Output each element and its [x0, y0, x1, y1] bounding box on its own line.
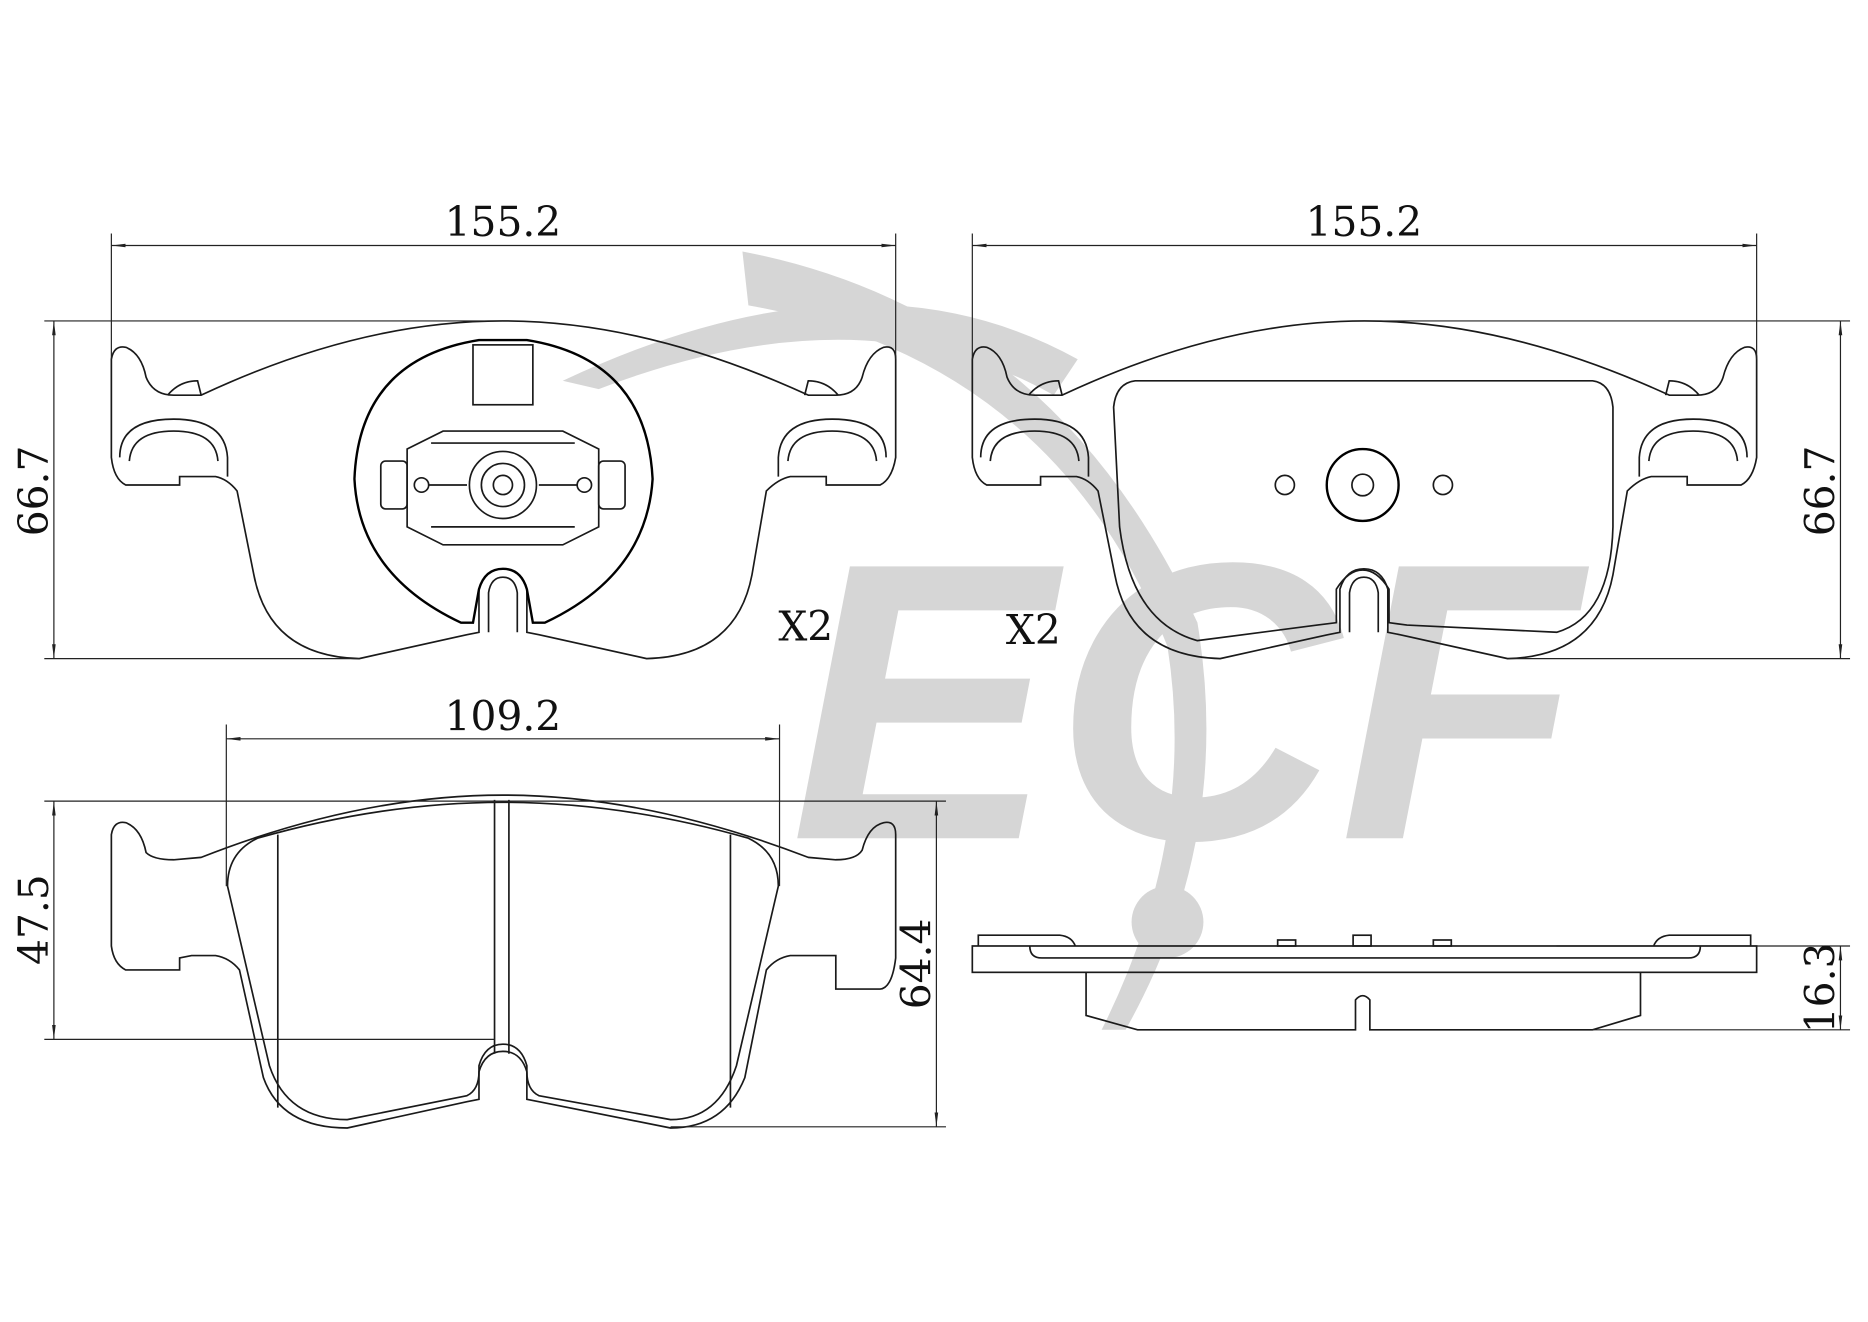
- top-left-pad-view: 155.2 66.7 X2: [10, 198, 897, 660]
- sensor-tab: [472, 344, 534, 406]
- center-boss-inner: [480, 462, 526, 508]
- tab: [1352, 934, 1372, 947]
- watermark-logo: ECF: [562, 251, 1592, 1030]
- height-dimension-right: 64.4: [892, 919, 940, 1010]
- tab: [1276, 939, 1297, 947]
- hole-right: [1432, 474, 1454, 496]
- underlayer: [1028, 945, 1702, 959]
- quantity-label: X2: [778, 603, 833, 651]
- width-dimension: 155.2: [1306, 198, 1423, 246]
- shim-left: [977, 934, 1077, 947]
- hole-left: [1274, 474, 1296, 496]
- shim-right: [1652, 934, 1752, 947]
- rivet-right: [576, 476, 593, 493]
- center-hole: [492, 474, 514, 496]
- height-dimension-left: 47.5: [10, 874, 58, 965]
- tab: [1432, 939, 1453, 947]
- bottom-left-pad-view: 109.2 47.5 64.4: [10, 692, 946, 1129]
- friction-material-outline: [353, 338, 654, 624]
- thickness-dimension: 16.3: [1796, 943, 1844, 1034]
- center-boss: [468, 450, 538, 520]
- friction-material-outline: [226, 801, 780, 1121]
- clip-left: [379, 460, 408, 510]
- watermark-swoosh-top: [562, 304, 1078, 396]
- backing-plate: [971, 945, 1758, 974]
- rivet-left: [413, 476, 430, 493]
- clip-right: [597, 460, 626, 510]
- quantity-label: X2: [1006, 606, 1061, 654]
- friction-material-side: [1085, 972, 1642, 1031]
- width-dimension: 109.2: [445, 692, 562, 740]
- top-right-pad-view: 155.2 66.7 X2: [971, 198, 1851, 660]
- side-view: 16.3: [971, 934, 1851, 1034]
- center-hole: [1351, 473, 1375, 497]
- pad-outline: [110, 794, 897, 1129]
- friction-material-outline: [1112, 379, 1614, 642]
- watermark-dot: [1131, 886, 1204, 958]
- width-dimension: 155.2: [445, 198, 562, 246]
- height-dimension: 66.7: [10, 446, 58, 537]
- watermark-text: ECF: [790, 480, 1592, 922]
- center-boss: [1325, 447, 1400, 523]
- height-dimension: 66.7: [1796, 446, 1844, 537]
- shim-plate: [406, 430, 600, 546]
